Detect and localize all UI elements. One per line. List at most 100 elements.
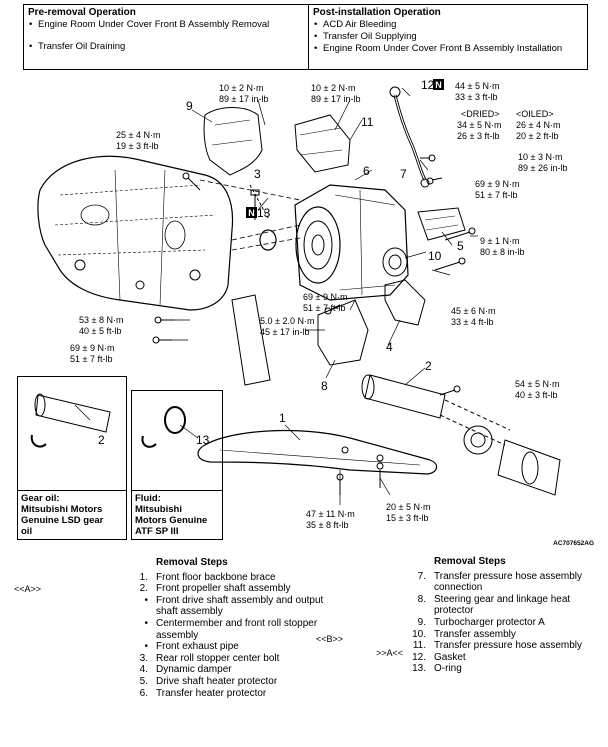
svg-text:40 ± 5 ft-lb: 40 ± 5 ft-lb <box>79 326 121 336</box>
svg-text:80 ± 8 in-lb: 80 ± 8 in-lb <box>480 247 524 257</box>
svg-text:69 ± 9 N·m: 69 ± 9 N·m <box>303 292 347 302</box>
svg-text:10 ± 2 N·m: 10 ± 2 N·m <box>219 83 263 93</box>
step-row: 5.Drive shaft heater protector <box>139 675 278 687</box>
exploded-view-diagram: N N 9 11 12 7 6 3 13 5 10 4 8 2 1 10 ± 2… <box>30 78 567 530</box>
svg-text:44 ± 5 N·m: 44 ± 5 N·m <box>455 81 499 91</box>
post-installation-item: Engine Room Under Cover Front B Assembly… <box>313 43 583 55</box>
svg-text:53 ± 8 N·m: 53 ± 8 N·m <box>79 315 123 325</box>
svg-text:10 ± 2 N·m: 10 ± 2 N·m <box>311 83 355 93</box>
callout-2: 2 <box>425 359 432 373</box>
pre-removal-heading: Pre-removal Operation <box>28 7 136 18</box>
svg-text:51 ± 7 ft-lb: 51 ± 7 ft-lb <box>475 190 517 200</box>
svg-text:51 ± 7 ft-lb: 51 ± 7 ft-lb <box>303 303 345 313</box>
step-row: •Front drive shaft assembly and output s… <box>144 594 324 618</box>
transfer-heater-protector-drawing <box>294 114 351 173</box>
svg-text:N: N <box>248 208 255 218</box>
step-row: 7.Transfer pressure hose assembly connec… <box>417 570 583 594</box>
svg-text:<DRIED>: <DRIED> <box>461 109 500 119</box>
callout-numbers: 9 11 12 7 6 3 13 5 10 4 8 2 1 <box>186 78 464 425</box>
callout-6: 6 <box>363 164 370 178</box>
svg-text:45 ± 17 in-lb: 45 ± 17 in-lb <box>260 327 309 337</box>
callout-4: 4 <box>386 340 393 354</box>
svg-text:47 ± 11 N·m: 47 ± 11 N·m <box>306 509 355 519</box>
callout-12: 12 <box>421 78 435 92</box>
svg-text:89 ± 26 in-lb: 89 ± 26 in-lb <box>518 163 567 173</box>
removal-steps-title: Removal Steps <box>434 556 506 567</box>
n-badge-gasket: N <box>433 79 444 90</box>
callout-13: 13 <box>257 206 271 220</box>
gear-oil-caption: Gear oil: Mitsubishi Motors Genuine LSD … <box>18 490 126 539</box>
pre-removal-column: Pre-removal Operation Engine Room Under … <box>24 5 309 69</box>
gear-oil-box: Gear oil: Mitsubishi Motors Genuine LSD … <box>17 376 127 540</box>
svg-text:33 ± 4 ft-lb: 33 ± 4 ft-lb <box>451 317 493 327</box>
step-row: 1.Front floor backbone brace <box>139 571 276 583</box>
propeller-shaft-drawing <box>361 374 561 496</box>
step-row: 12.Gasket <box>412 651 466 663</box>
step-row: 13.O-ring <box>412 663 462 675</box>
step-row: 2.Front propeller shaft assembly <box>139 583 291 595</box>
callout-7: 7 <box>400 167 407 181</box>
callout-10: 10 <box>428 249 442 263</box>
removal-steps-right: Removal Steps 7.Transfer pressure hose a… <box>408 556 598 675</box>
step-row: 4.Dynamic damper <box>139 664 232 676</box>
svg-text:54 ± 5 N·m: 54 ± 5 N·m <box>515 379 559 389</box>
svg-text:34 ± 5 N·m: 34 ± 5 N·m <box>457 120 501 130</box>
transfer-assembly-drawing <box>294 184 409 301</box>
svg-text:40 ± 3 ft-lb: 40 ± 3 ft-lb <box>515 390 557 400</box>
svg-text:33 ± 3 ft-lb: 33 ± 3 ft-lb <box>455 92 497 102</box>
callout-8: 8 <box>321 379 328 393</box>
pre-removal-item: Engine Room Under Cover Front B Assembly… <box>28 19 304 31</box>
svg-text:5.0 ± 2.0 N·m: 5.0 ± 2.0 N·m <box>260 316 314 326</box>
callout-13-inset: 13 <box>196 433 210 447</box>
post-installation-item: ACD Air Bleeding <box>313 19 583 31</box>
svg-text:N: N <box>435 80 442 90</box>
post-installation-column: Post-installation Operation ACD Air Blee… <box>309 5 587 69</box>
inset-callouts: 2 13 <box>98 433 210 447</box>
step-row: 3.Rear roll stopper center bolt <box>139 652 280 664</box>
step-row: •Front exhaust pipe <box>144 641 239 653</box>
callout-2-inset: 2 <box>98 433 105 447</box>
svg-text:45 ± 6 N·m: 45 ± 6 N·m <box>451 306 495 316</box>
svg-text:35 ± 8 ft-lb: 35 ± 8 ft-lb <box>306 520 348 530</box>
svg-text:19 ± 3 ft-lb: 19 ± 3 ft-lb <box>116 141 158 151</box>
post-installation-heading: Post-installation Operation <box>313 7 441 18</box>
torque-specs: 10 ± 2 N·m89 ± 17 in-lb 10 ± 2 N·m89 ± 1… <box>70 81 567 530</box>
atf-fluid-box: Fluid: Mitsubishi Motors Genuine ATF SP … <box>131 390 223 540</box>
removal-steps-title: Removal Steps <box>156 557 228 568</box>
inset-drawings <box>30 393 186 448</box>
svg-text:20 ± 5 N·m: 20 ± 5 N·m <box>386 502 430 512</box>
callout-5: 5 <box>457 239 464 253</box>
svg-text:<OILED>: <OILED> <box>516 109 554 119</box>
backbone-brace-drawing <box>197 429 438 475</box>
dynamic-damper-drawing <box>384 279 426 326</box>
step-row: 10.Transfer assembly <box>412 628 516 640</box>
leader-lines <box>74 87 478 505</box>
figure-code: AC707652AG <box>553 540 594 547</box>
svg-text:26 ± 3 ft-lb: 26 ± 3 ft-lb <box>457 131 499 141</box>
step-row: 11.Transfer pressure hose assembly <box>412 640 583 652</box>
n-badge-o-ring: N <box>246 207 257 218</box>
drive-shaft-heater-protector-drawing <box>417 207 466 241</box>
svg-text:89 ± 17 in-lb: 89 ± 17 in-lb <box>311 94 360 104</box>
removal-steps-left: Removal Steps 1.Front floor backbone bra… <box>130 557 330 699</box>
svg-text:69 ± 9 N·m: 69 ± 9 N·m <box>475 179 519 189</box>
svg-text:69 ± 9 N·m: 69 ± 9 N·m <box>70 343 114 353</box>
step-row: 9.Turbocharger protector A <box>417 616 545 628</box>
turbocharger-protector-drawing <box>203 107 263 176</box>
svg-text:20 ± 2 ft-lb: 20 ± 2 ft-lb <box>516 131 558 141</box>
svg-text:10 ± 3 N·m: 10 ± 3 N·m <box>518 152 562 162</box>
step-row: 6.Transfer heater protector <box>139 687 267 699</box>
step-row: 8.Steering gear and linkage heat protect… <box>417 593 571 617</box>
svg-text:9 ± 1 N·m: 9 ± 1 N·m <box>480 236 519 246</box>
callout-1: 1 <box>279 411 286 425</box>
atf-fluid-caption: Fluid: Mitsubishi Motors Genuine ATF SP … <box>132 490 222 539</box>
svg-text:51 ± 7 ft-lb: 51 ± 7 ft-lb <box>70 354 112 364</box>
pre-removal-item: Transfer Oil Draining <box>28 41 304 53</box>
callout-9: 9 <box>186 99 193 113</box>
transmission-case-drawing <box>37 155 234 311</box>
step-ref-right: >>A<< <box>376 648 404 658</box>
step-ref-mid: <<B>> <box>316 634 344 644</box>
svg-text:26 ± 4 N·m: 26 ± 4 N·m <box>516 120 560 130</box>
operations-table: Pre-removal Operation Engine Room Under … <box>23 4 588 70</box>
svg-text:25 ± 4 N·m: 25 ± 4 N·m <box>116 130 160 140</box>
